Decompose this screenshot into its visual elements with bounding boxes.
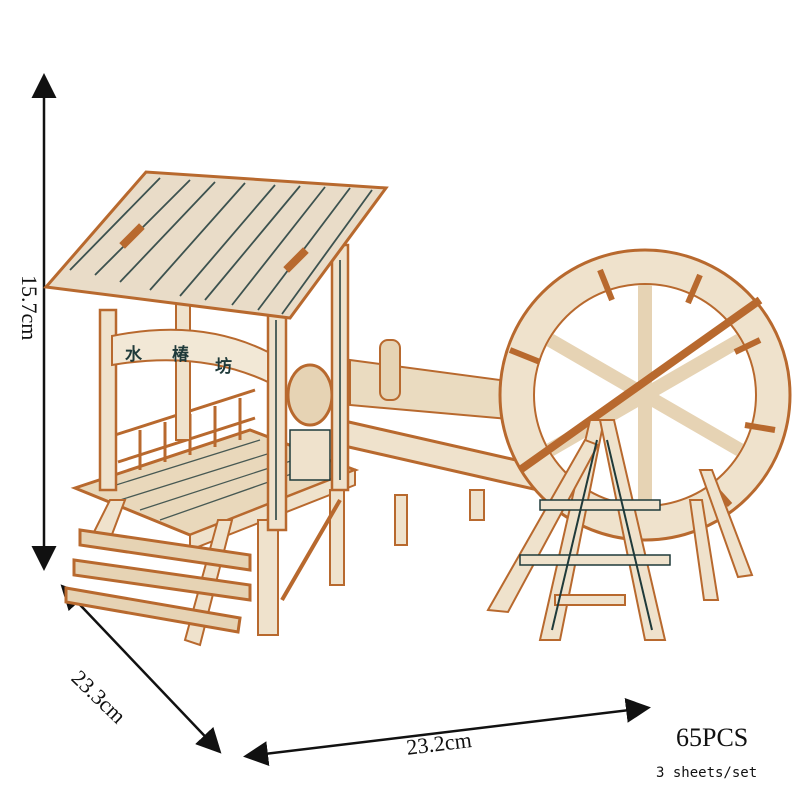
trough-bridge [338, 339, 562, 546]
water-wheel [498, 248, 792, 542]
drum-barrels [286, 363, 334, 481]
wheel-stand [486, 419, 754, 641]
height-dimension-label: 15.7cm [17, 275, 42, 341]
sign-char-1: 水 [125, 344, 143, 365]
depth-arrow [60, 584, 222, 754]
width-arrow [243, 697, 651, 767]
sheets-per-set-label: 3 sheets/set [656, 765, 758, 781]
pavilion-roof [43, 170, 389, 320]
sign-char-2: 椿 [172, 344, 190, 365]
sign-board: 水 椿 坊 [111, 328, 269, 384]
piece-count-label: 65PCS [676, 723, 749, 752]
wheel-paddles [508, 268, 776, 508]
pavilion-stairs [64, 499, 252, 647]
sign-char-3: 坊 [215, 356, 232, 377]
